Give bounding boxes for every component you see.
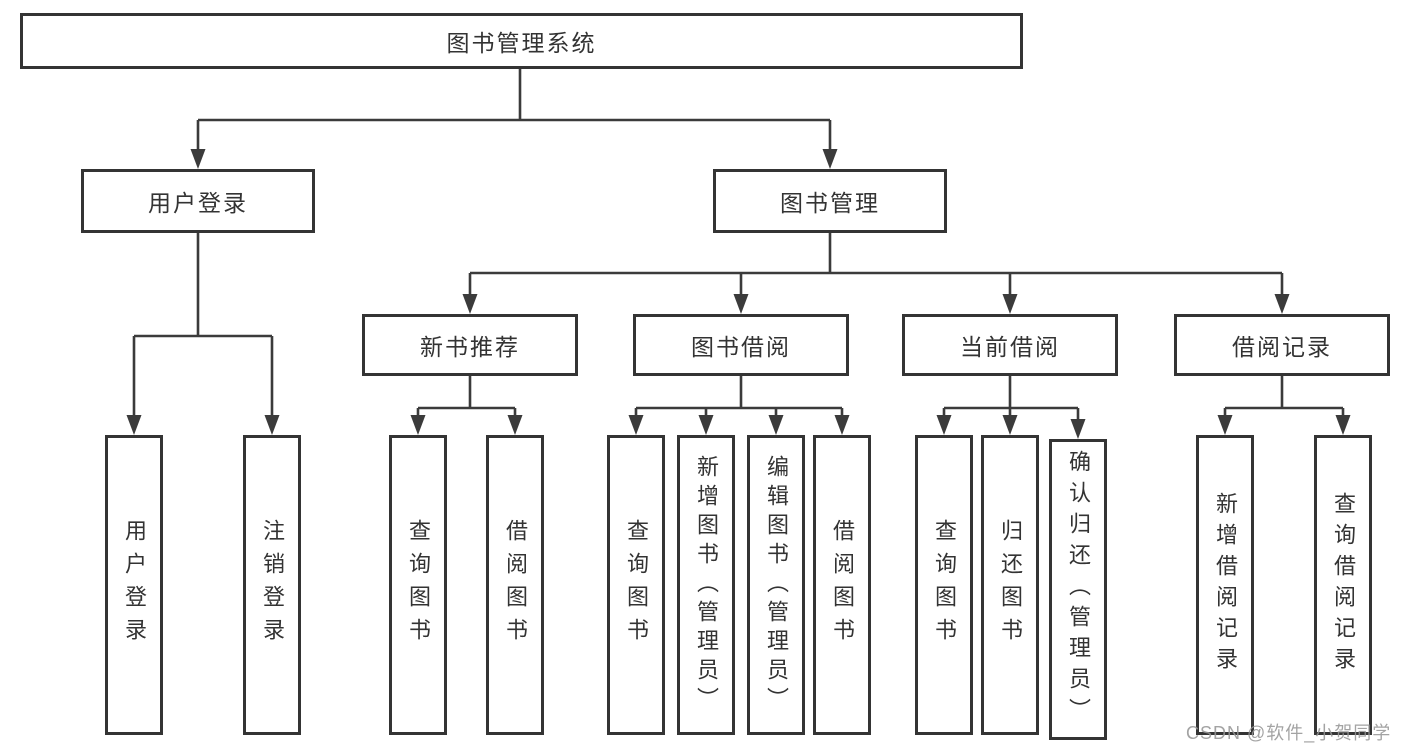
- node-label: 编辑图书（管理员）: [764, 454, 789, 716]
- connector-book-borrow-group: [628, 376, 850, 435]
- arrowhead-icon: [410, 415, 426, 435]
- arrowhead-icon: [768, 415, 784, 435]
- node-label: 借阅记录: [1232, 334, 1332, 360]
- node-new-book-recommend: 新书推荐: [362, 314, 578, 376]
- node-label: 借阅图书: [503, 519, 528, 651]
- arrowhead-icon: [264, 415, 280, 435]
- node-current-borrow: 当前借阅: [902, 314, 1118, 376]
- arrowhead-icon: [507, 415, 523, 435]
- node-label: 图书管理: [780, 190, 880, 216]
- arrowhead-icon: [1274, 294, 1290, 314]
- node-user-login: 用户登录: [81, 169, 315, 233]
- leaf-borrow-books-1: 借阅图书: [486, 435, 544, 735]
- node-label: 借阅图书: [830, 519, 855, 651]
- node-label: 用户登录: [148, 190, 248, 216]
- leaf-return-books: 归还图书: [981, 435, 1039, 735]
- leaf-query-borrow-record: 查询借阅记录: [1314, 435, 1372, 735]
- node-borrow-records: 借阅记录: [1174, 314, 1390, 376]
- leaf-query-books-1: 查询图书: [389, 435, 447, 735]
- arrowhead-icon: [822, 149, 838, 169]
- node-label: 注销登录: [260, 519, 285, 651]
- arrowhead-icon: [1002, 294, 1018, 314]
- arrowhead-icon: [834, 415, 850, 435]
- connector-book-management-branch: [462, 233, 1290, 314]
- node-label: 查询图书: [406, 519, 431, 651]
- node-label: 新增借阅记录: [1213, 492, 1238, 678]
- connector-new-book-group: [410, 376, 523, 435]
- node-label: 查询借阅记录: [1331, 492, 1356, 678]
- arrowhead-icon: [1002, 415, 1018, 435]
- leaf-query-books-2: 查询图书: [607, 435, 665, 735]
- leaf-confirm-return-admin: 确认归还（管理员）: [1049, 439, 1107, 740]
- leaf-query-books-3: 查询图书: [915, 435, 973, 735]
- leaf-logout: 注销登录: [243, 435, 301, 735]
- node-book-management: 图书管理: [713, 169, 947, 233]
- node-label: 查询图书: [624, 519, 649, 651]
- arrowhead-icon: [698, 415, 714, 435]
- arrowhead-icon: [1070, 419, 1086, 439]
- leaf-add-borrow-record: 新增借阅记录: [1196, 435, 1254, 735]
- arrowhead-icon: [190, 149, 206, 169]
- arrowhead-icon: [733, 294, 749, 314]
- connector-borrow-records-group: [1217, 376, 1351, 435]
- arrowhead-icon: [126, 415, 142, 435]
- node-label: 图书借阅: [691, 334, 791, 360]
- leaf-add-books-admin: 新增图书（管理员）: [677, 435, 735, 735]
- leaf-user-login: 用户登录: [105, 435, 163, 735]
- arrowhead-icon: [462, 294, 478, 314]
- node-label: 新书推荐: [420, 334, 520, 360]
- node-label: 当前借阅: [960, 334, 1060, 360]
- arrowhead-icon: [628, 415, 644, 435]
- node-library-management-system: 图书管理系统: [20, 13, 1023, 69]
- arrowhead-icon: [1335, 415, 1351, 435]
- node-label: 查询图书: [932, 519, 957, 651]
- node-book-borrow: 图书借阅: [633, 314, 849, 376]
- node-label: 归还图书: [998, 519, 1023, 651]
- node-label: 图书管理系统: [446, 30, 597, 56]
- connector-current-borrow-group: [936, 376, 1086, 439]
- arrowhead-icon: [936, 415, 952, 435]
- arrowhead-icon: [1217, 415, 1233, 435]
- connector-user-login-branch: [126, 233, 280, 435]
- node-label: 新增图书（管理员）: [694, 454, 719, 716]
- leaf-borrow-books-2: 借阅图书: [813, 435, 871, 735]
- leaf-edit-books-admin: 编辑图书（管理员）: [747, 435, 805, 735]
- node-label: 确认归还（管理员）: [1066, 450, 1091, 729]
- node-label: 用户登录: [122, 519, 147, 651]
- connector-root-to-level2: [190, 68, 838, 169]
